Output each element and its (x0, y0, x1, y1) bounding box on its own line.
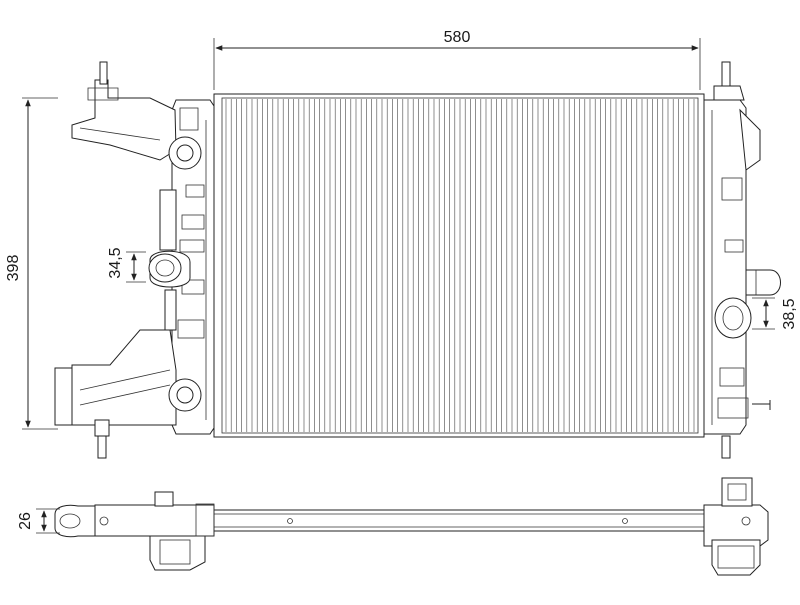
upper-mount-hole (176, 144, 194, 162)
top-core-hole-left (287, 518, 293, 524)
outlet-pipe-inner (722, 305, 744, 331)
dimension-outlet-offset: 38,5 (752, 297, 798, 330)
upper-mount-pin (99, 61, 108, 85)
lower-bracket-rib-1 (79, 369, 171, 391)
top-left-pin (59, 513, 81, 529)
top-view: 26 (17, 477, 769, 576)
left-tank-tab-5 (177, 319, 205, 339)
front-view: 580 398 34,5 38,5 (5, 29, 798, 459)
top-right-pipe-inner (717, 545, 755, 569)
left-tank-tab-2 (181, 214, 205, 230)
right-upper-mount-base (713, 85, 745, 101)
inlet-pipe (148, 250, 191, 288)
top-left-filler-clip (154, 491, 174, 507)
right-lower-mount-pin (721, 435, 731, 459)
width-label: 580 (444, 29, 471, 46)
depth-label: 26 (17, 512, 34, 530)
lower-bracket-rib-2 (79, 384, 171, 406)
left-tank-rib-lower (164, 289, 177, 331)
right-tank-tab-2 (724, 239, 744, 253)
top-left-pipe (149, 535, 206, 571)
lower-mount-block (94, 419, 110, 437)
core-outline (213, 93, 705, 438)
outlet-pipe (714, 297, 771, 410)
right-tank (703, 61, 761, 459)
lower-bracket-flange (54, 367, 73, 426)
upper-bracket-plate (87, 87, 119, 101)
left-tank-tab-1 (185, 184, 205, 198)
left-upper-bracket (71, 61, 202, 170)
core-fins (225, 99, 695, 432)
left-tank-tab-4 (181, 279, 205, 295)
right-tank-body (703, 99, 747, 435)
outlet-offset-label: 38,5 (781, 298, 798, 329)
lower-mount-pin (97, 435, 107, 459)
drain-plug (745, 269, 781, 296)
dimension-height: 398 (5, 97, 58, 430)
upper-bracket-rib (79, 127, 161, 141)
top-left-tank-end (195, 503, 215, 537)
dimension-width: 580 (213, 29, 701, 90)
right-tank-tab-3 (719, 367, 745, 387)
inlet-pipe-opening (148, 253, 182, 283)
right-tank-filler (739, 108, 761, 171)
lower-mount-hole (176, 386, 194, 404)
lower-bracket-body (71, 329, 177, 426)
top-right-bolt (741, 516, 751, 526)
right-tank-tab-4 (717, 397, 749, 419)
top-left-pipe-inner (159, 539, 191, 565)
top-right-filler (721, 477, 753, 507)
top-core-hole-right (622, 518, 628, 524)
left-tank-tab-3 (179, 239, 205, 253)
inlet-pipe-inner (155, 259, 175, 277)
top-left-bolt (99, 516, 109, 526)
dimension-inlet-offset: 34,5 (107, 247, 146, 283)
top-left-bracket (54, 504, 96, 538)
left-tank (159, 99, 215, 435)
outlet-pipe-body (714, 297, 752, 339)
height-label: 398 (5, 255, 22, 282)
top-right-filler-inner (727, 483, 747, 501)
upper-clip (179, 107, 199, 131)
core-inner-frame (221, 97, 699, 434)
dimension-depth: 26 (17, 508, 60, 534)
right-tank-tab-1 (721, 177, 743, 201)
left-lower-bracket (54, 329, 202, 459)
right-upper-mount-pin (721, 61, 731, 87)
drain-plug-body (745, 269, 781, 296)
top-right-pipe (711, 539, 761, 576)
radiator-core (213, 93, 705, 438)
inlet-offset-label: 34,5 (107, 247, 124, 278)
left-tank-rib (159, 189, 177, 251)
